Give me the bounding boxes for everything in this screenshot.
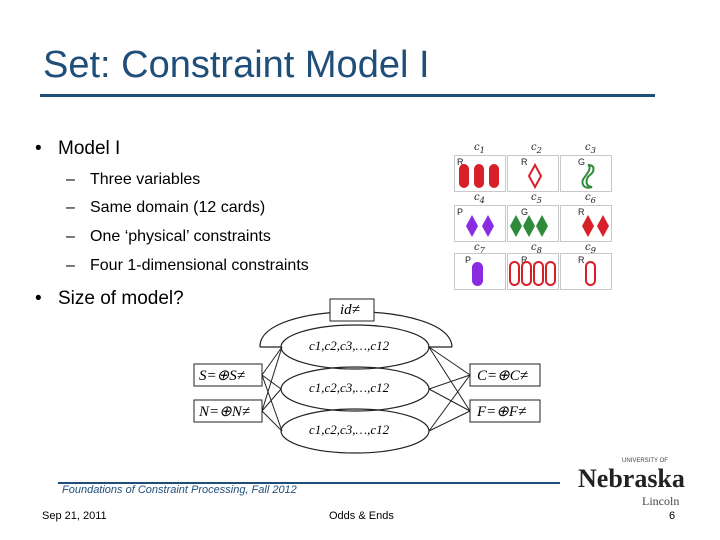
subbullet-label: One ‘physical’ constraints <box>90 228 271 245</box>
subbullet-physical-constraints: – One ‘physical’ constraints <box>66 228 271 246</box>
alldiff-node-label: id≠ <box>340 302 360 318</box>
oval-solid-icon <box>472 262 483 286</box>
variable-domain-label: c1,c2,c3,…,c12 <box>309 422 390 437</box>
subbullet-three-variables: – Three variables <box>66 171 201 189</box>
subbullet-label: Three variables <box>90 171 201 188</box>
card-c2: R <box>507 155 559 192</box>
card-variable: c3 <box>585 142 596 155</box>
bullet-size-of-model: • Size of model? <box>35 288 184 310</box>
card-c3: G <box>560 155 612 192</box>
footer-date: Sep 21, 2011 <box>42 510 107 522</box>
page-number: 6 <box>669 510 676 522</box>
bullet-model-i: • Model I <box>35 138 121 160</box>
constraint-box <box>193 363 263 387</box>
subbullet-same-domain: – Same domain (12 cards) <box>66 199 266 217</box>
footer-course-title: Foundations of Constraint Processing, Fa… <box>62 484 297 496</box>
bullet-dot: • <box>35 138 42 159</box>
card-color-letter: G <box>578 157 586 167</box>
fill-constraint-label: F=⊕F≠ <box>477 404 527 420</box>
footer-section-title: Odds & Ends <box>329 510 394 522</box>
squiggle-outline-icon <box>581 164 595 189</box>
card-color-letter: R <box>457 157 464 167</box>
card-variable: c1 <box>474 142 485 155</box>
number-constraint-label: N=⊕N≠ <box>199 404 250 420</box>
constraint-box <box>329 298 375 322</box>
constraint-box <box>469 363 541 387</box>
bullet-dot: • <box>35 288 42 309</box>
subbullet-label: Same domain (12 cards) <box>90 199 266 216</box>
card-c9: R <box>560 253 612 290</box>
card-color-letter: G <box>521 207 529 217</box>
card-color-letter: P <box>465 255 472 265</box>
diamond-solid-icon <box>466 215 494 237</box>
dash: – <box>66 257 75 274</box>
constraint-box <box>193 399 263 423</box>
oval-shapes-icon <box>459 164 499 188</box>
card-c8: R <box>507 253 559 290</box>
card-c1: R <box>454 155 506 192</box>
diamond-solid-icon <box>582 215 609 237</box>
card-variable: c4 <box>474 192 485 205</box>
card-variable: c7 <box>474 242 485 255</box>
title-divider <box>40 94 655 97</box>
subbullet-1d-constraints: – Four 1-dimensional constraints <box>66 257 309 275</box>
oval-outline-icon <box>509 261 556 286</box>
footer-divider <box>58 482 560 484</box>
card-color-letter: R <box>521 255 528 265</box>
card-c7: P <box>454 253 506 290</box>
dash: – <box>66 199 75 216</box>
card-variable: c2 <box>531 142 542 155</box>
card-color-letter: R <box>578 255 585 265</box>
card-variable: c8 <box>531 242 542 255</box>
nebraska-logo: UNIVERSITY OF Nebraska Lincoln <box>578 458 685 508</box>
oval-outline-icon <box>585 261 596 286</box>
diamond-outline-icon <box>527 162 543 190</box>
card-variable: c6 <box>585 192 596 205</box>
card-color-letter: R <box>521 157 528 167</box>
slide-title: Set: Constraint Model I <box>43 44 430 86</box>
card-c5: G <box>507 205 559 242</box>
card-color-letter: R <box>578 207 585 217</box>
variable-domain-label: c1,c2,c3,…,c12 <box>309 338 390 353</box>
card-variable: c9 <box>585 242 596 255</box>
card-c6: R <box>560 205 612 242</box>
card-c4: P <box>454 205 506 242</box>
constraint-box <box>469 399 541 423</box>
shape-constraint-label: S=⊕S≠ <box>199 368 245 384</box>
dash: – <box>66 228 75 245</box>
variable-domain-label: c1,c2,c3,…,c12 <box>309 380 390 395</box>
color-constraint-label: C=⊕C≠ <box>477 368 528 384</box>
card-color-letter: P <box>457 207 464 217</box>
card-variable: c5 <box>531 192 542 205</box>
bullet-label: Size of model? <box>58 288 184 309</box>
dash: – <box>66 171 75 188</box>
subbullet-label: Four 1-dimensional constraints <box>90 257 309 274</box>
diamond-solid-icon <box>510 215 548 237</box>
bullet-label: Model I <box>58 138 121 159</box>
